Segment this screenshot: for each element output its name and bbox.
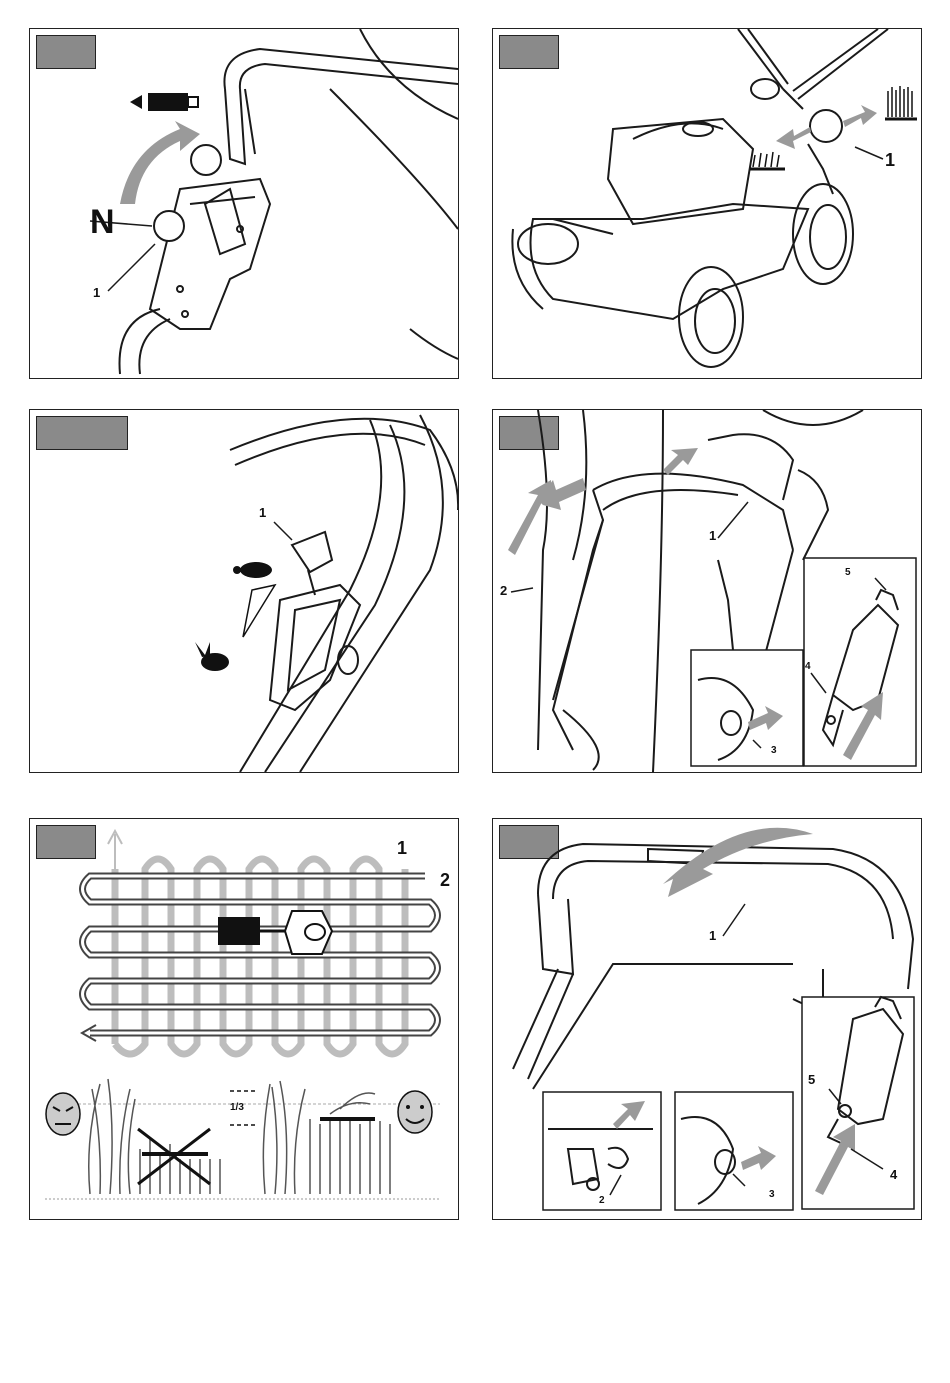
panel-3: 1 (29, 409, 459, 773)
callout-3: 3 (771, 746, 777, 756)
short-grass-icon (750, 152, 785, 169)
callout-2: 2 (440, 871, 450, 889)
tortoise-slow-icon (233, 562, 272, 578)
drive-forward-icon (130, 93, 198, 111)
callout-5: 5 (845, 568, 851, 578)
tall-grass-icon (885, 86, 917, 119)
panel-5: 1 2 1/3 (29, 818, 459, 1220)
panel-2: 1 (492, 28, 922, 379)
panel-4: 1 2 3 4 5 (492, 409, 922, 773)
callout-1: 1 (259, 506, 266, 519)
callout-3: 3 (769, 1190, 775, 1200)
handle-start-illustration (493, 410, 921, 772)
handle-stop-illustration (493, 819, 921, 1219)
speed-lever-illustration (30, 410, 458, 772)
panel-6: 1 2 3 4 5 (492, 818, 922, 1220)
callout-1: 1 (709, 529, 716, 542)
hare-fast-icon (195, 642, 229, 671)
angry-face-icon (46, 1093, 80, 1135)
mower-illustration (493, 29, 921, 378)
one-third-label: 1/3 (230, 1103, 244, 1113)
callout-2: 2 (500, 584, 507, 597)
callout-1: 1 (397, 839, 407, 857)
neutral-label: N (90, 205, 115, 239)
callout-1: 1 (885, 151, 895, 169)
happy-face-icon (398, 1091, 432, 1133)
inset-key (675, 1092, 793, 1210)
wrong-cross (138, 1129, 210, 1184)
tall-grass-correct (263, 1081, 390, 1194)
callout-5: 5 (808, 1073, 815, 1086)
callout-2: 2 (599, 1196, 605, 1206)
inset-engine (543, 1092, 661, 1210)
callout-1: 1 (709, 929, 716, 942)
callout-4: 4 (890, 1168, 897, 1181)
callout-1: 1 (93, 286, 100, 299)
panel-1: N 1 (29, 28, 459, 379)
mowing-pattern-illustration (30, 819, 458, 1219)
inset-key (691, 650, 803, 766)
callout-4: 4 (805, 662, 811, 672)
